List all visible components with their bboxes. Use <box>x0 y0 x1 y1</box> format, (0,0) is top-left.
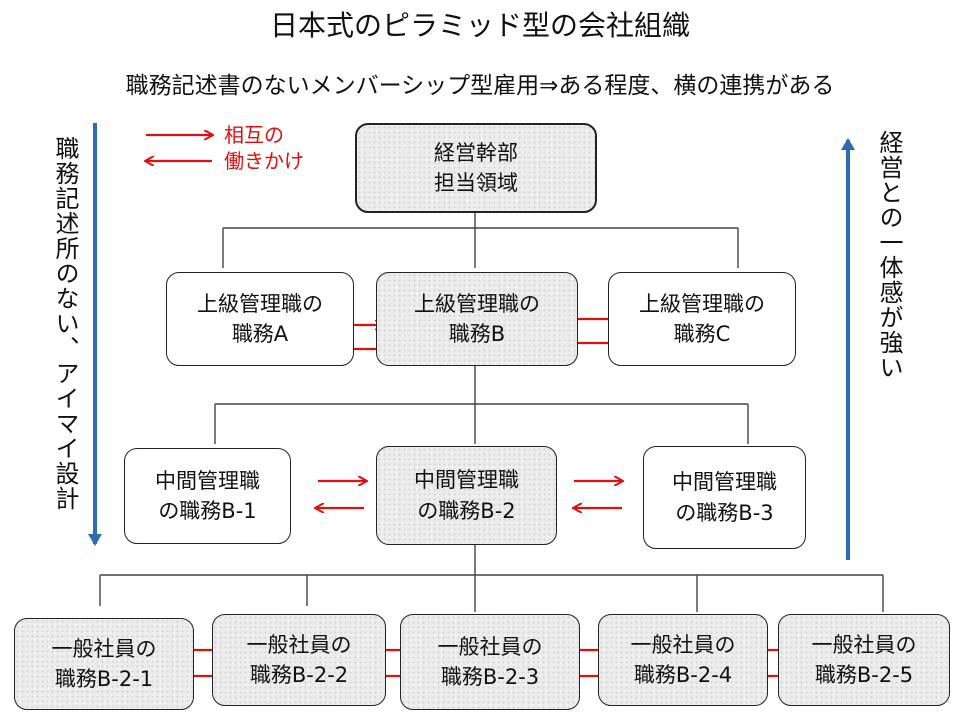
legend-label: 相互の 働きかけ <box>224 122 304 174</box>
employee-b22-box: 一般社員の 職務B-2-2 <box>212 614 386 706</box>
employee-b24-box: 一般社員の 職務B-2-4 <box>598 614 768 706</box>
employee-b22-line1: 一般社員の <box>246 632 352 657</box>
middle-manager-b1-line1: 中間管理職 <box>155 468 260 493</box>
left-vertical-note: 職務記述所のない、アイマイ設計 <box>51 136 79 511</box>
middle-manager-b2-line2: の職務B-2 <box>417 498 516 523</box>
employee-b24-line1: 一般社員の <box>630 632 736 657</box>
upper-manager-a-line2: 職務A <box>231 322 289 346</box>
right-vertical-note: 経営との一体感が強い <box>875 130 903 380</box>
legend-arrows <box>146 135 212 161</box>
page-title: 日本式のピラミッド型の会社組織 <box>269 9 690 42</box>
middle-manager-b3-line1: 中間管理職 <box>672 470 777 495</box>
upper-manager-c-box: 上級管理職の 職務C <box>608 272 796 366</box>
upper-manager-b-line2: 職務B <box>448 322 506 346</box>
employee-b23-line1: 一般社員の <box>437 634 543 659</box>
upper-manager-b-line1: 上級管理職の <box>414 291 540 316</box>
employee-b21-box: 一般社員の 職務B-2-1 <box>14 618 194 710</box>
executive-line2: 担当領域 <box>434 171 518 195</box>
page-subtitle: 職務記述書のないメンバーシップ型雇用⇒ある程度、横の連携がある <box>125 73 835 99</box>
middle-manager-b1-box: 中間管理職 の職務B-1 <box>124 448 291 544</box>
middle-manager-b3-line2: の職務B-3 <box>675 500 774 525</box>
legend-line2: 働きかけ <box>224 149 304 173</box>
executive-line1: 経営幹部 <box>434 140 518 165</box>
upper-manager-b-box: 上級管理職の 職務B <box>376 272 578 366</box>
employee-b22-line2: 職務B-2-2 <box>249 663 349 687</box>
upper-manager-a-box: 上級管理職の 職務A <box>166 272 354 366</box>
middle-manager-b1-line2: の職務B-1 <box>158 499 257 523</box>
employee-b23-line2: 職務B-2-3 <box>440 665 540 689</box>
upper-manager-c-line2: 職務C <box>673 322 731 346</box>
middle-manager-b3-box: 中間管理職 の職務B-3 <box>643 446 806 549</box>
employee-b25-line2: 職務B-2-5 <box>814 663 914 687</box>
employee-b24-line2: 職務B-2-4 <box>633 663 733 687</box>
executive-box: 経営幹部 担当領域 <box>355 123 597 213</box>
upper-manager-a-line1: 上級管理職の <box>197 291 323 316</box>
tree-connectors <box>99 212 884 612</box>
employee-b21-line2: 職務B-2-1 <box>54 667 154 691</box>
legend-line1: 相互の <box>224 123 284 147</box>
middle-manager-b2-box: 中間管理職 の職務B-2 <box>376 446 557 545</box>
middle-manager-b2-line1: 中間管理職 <box>414 468 519 493</box>
employee-b23-box: 一般社員の 職務B-2-3 <box>400 614 580 710</box>
employee-b25-box: 一般社員の 職務B-2-5 <box>778 614 950 706</box>
upper-manager-c-line1: 上級管理職の <box>639 291 765 316</box>
employee-b25-line1: 一般社員の <box>811 632 917 657</box>
employee-b21-line1: 一般社員の <box>51 636 157 661</box>
